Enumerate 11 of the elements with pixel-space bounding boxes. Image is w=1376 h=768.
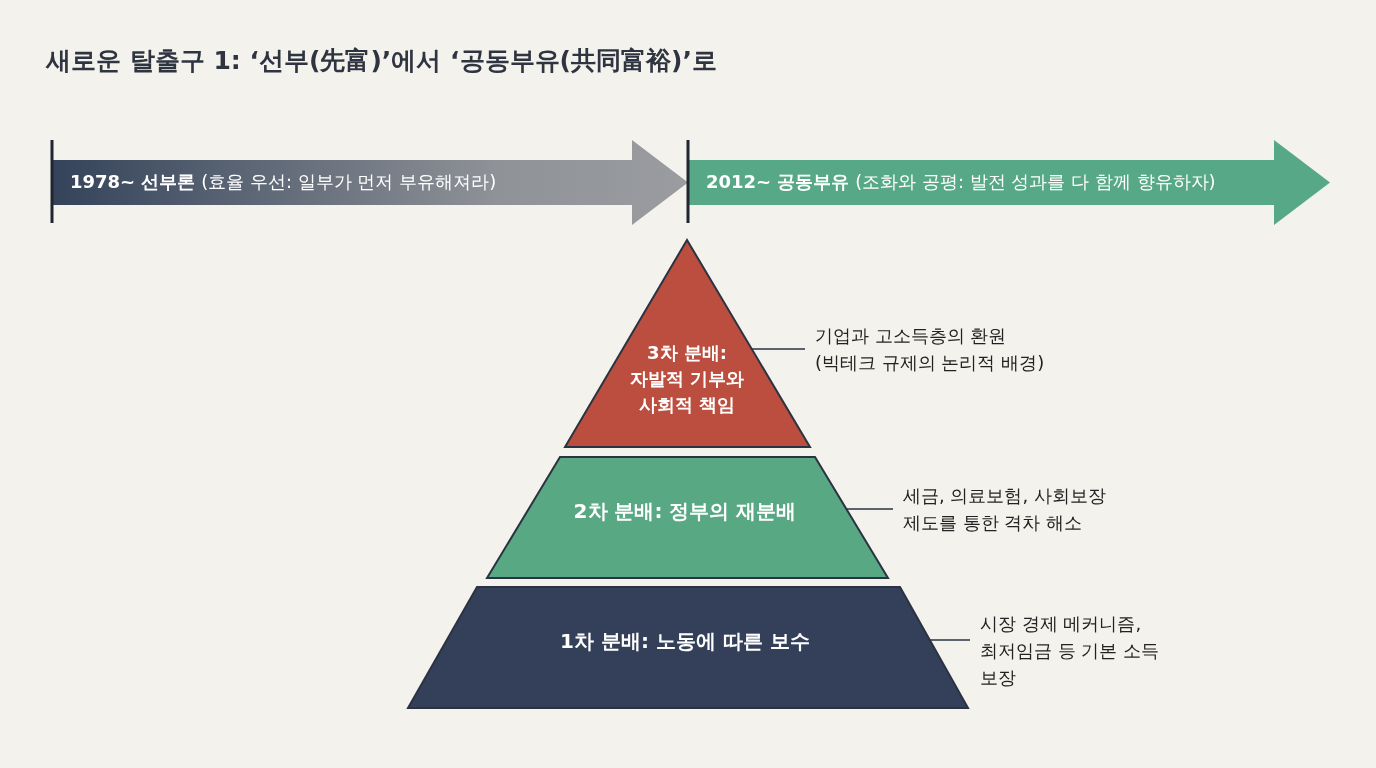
tier-label: 2차 분배: 정부의 재분배 [572,498,798,525]
title: 새로운 탈출구 1: ‘선부(先富)’에서 ‘공동부유(共同富裕)’로 [46,45,717,77]
tier-label: 1차 분배: 노동에 따른 보수 [559,628,811,655]
timeline-label: 1978~ 선부론 (효율 우선: 일부가 먼저 부유해져라) [70,170,497,194]
timeline-label: 2012~ 공동부유 (조화와 공평: 발전 성과를 다 함께 향유하자) [706,170,1216,194]
tier-label: 3차 분배: 자발적 기부와 사회적 책임 [628,341,746,418]
leader-line [929,639,971,641]
leader-line [751,348,806,350]
annotation-text: 기업과 고소득층의 환원 (빅테크 규제의 논리적 배경) [815,324,1046,375]
annotation-text: 세금, 의료보험, 사회보장 제도를 통한 격차 해소 [903,484,1107,535]
annotation-text: 시장 경제 메커니즘, 최저임금 등 기본 소득 보장 [980,612,1161,690]
